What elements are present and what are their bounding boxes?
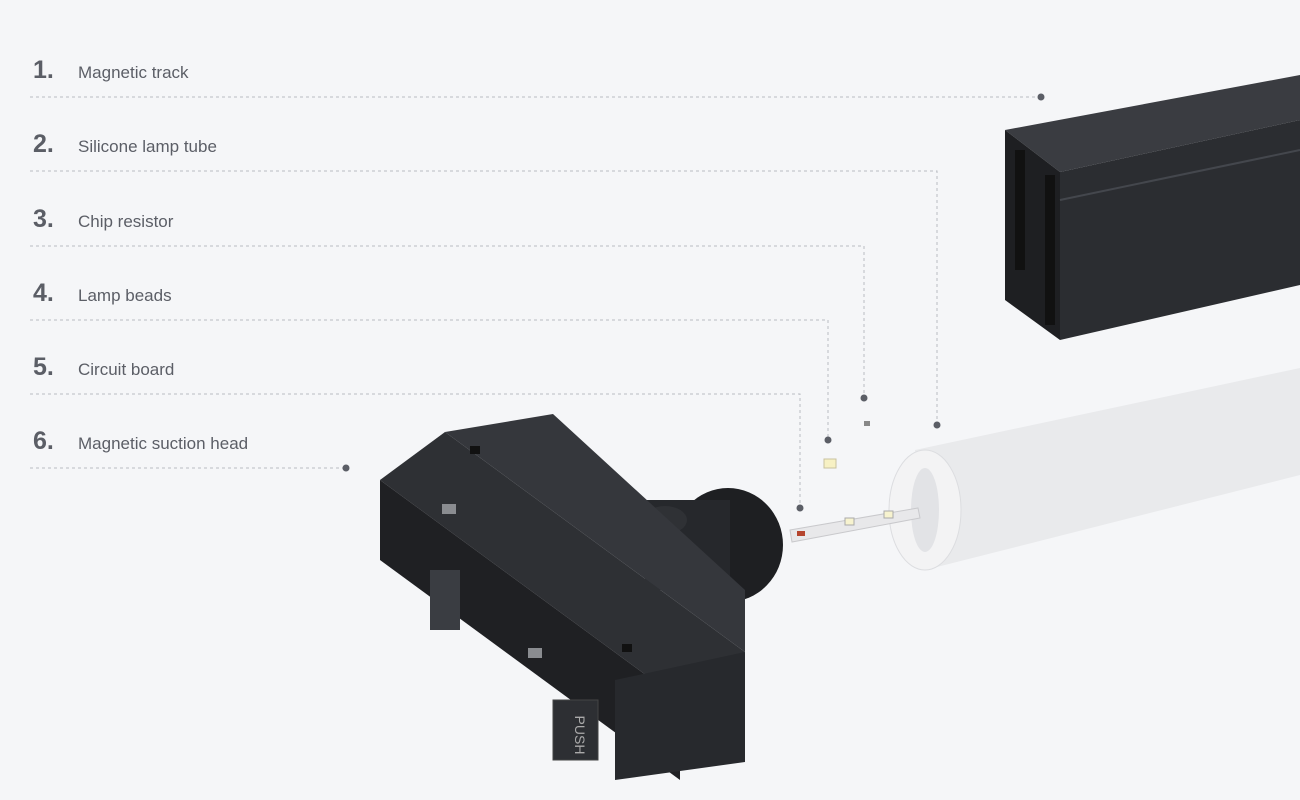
leader-dot-2 bbox=[933, 421, 941, 429]
part-number: 6. bbox=[33, 427, 54, 455]
part-name: Lamp beads bbox=[78, 286, 172, 305]
part-label-6: 6. Magnetic suction head bbox=[33, 427, 248, 456]
part-name: Circuit board bbox=[78, 360, 175, 379]
part-number: 1. bbox=[33, 56, 54, 84]
part-name: Magnetic track bbox=[78, 63, 189, 82]
leader-dot-1 bbox=[1037, 93, 1045, 101]
part-label-1: 1. Magnetic track bbox=[33, 56, 189, 85]
push-label: PUSH bbox=[572, 716, 588, 755]
part-number: 4. bbox=[33, 279, 54, 307]
part-name: Magnetic suction head bbox=[78, 434, 249, 453]
part-label-2: 2. Silicone lamp tube bbox=[33, 130, 217, 159]
leader-line-4 bbox=[30, 319, 829, 440]
leader-dot-6 bbox=[342, 464, 350, 472]
leader-dot-5 bbox=[796, 504, 804, 512]
part-label-4: 4. Lamp beads bbox=[33, 279, 172, 308]
leader-dot-4 bbox=[824, 436, 832, 444]
magnetic-suction-head-image: PUSH bbox=[380, 414, 783, 780]
leader-line-5 bbox=[30, 393, 801, 508]
part-name: Chip resistor bbox=[78, 212, 174, 231]
part-label-3: 3. Chip resistor bbox=[33, 205, 173, 234]
lamp-bead-image bbox=[823, 458, 837, 469]
chip-resistor-image bbox=[864, 421, 870, 426]
leader-line-2 bbox=[30, 170, 938, 425]
leader-dot-3 bbox=[860, 394, 868, 402]
leader-line-3 bbox=[30, 245, 865, 398]
magnetic-track-image bbox=[1005, 75, 1300, 340]
part-label-5: 5. Circuit board bbox=[33, 353, 174, 382]
part-number: 3. bbox=[33, 205, 54, 233]
silicone-lamp-tube-image bbox=[888, 368, 1300, 571]
part-number: 2. bbox=[33, 130, 54, 158]
part-name: Silicone lamp tube bbox=[78, 137, 217, 156]
circuit-board-image bbox=[789, 507, 921, 543]
part-number: 5. bbox=[33, 353, 54, 381]
